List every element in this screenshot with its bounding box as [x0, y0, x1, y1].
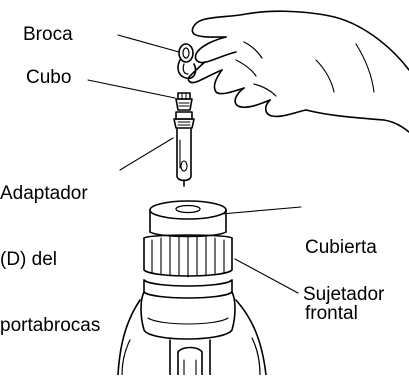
label-cubierta-line-1: Cubierta [305, 237, 377, 258]
label-cubierta-frontal: Cubierta frontal [305, 193, 377, 369]
collet-hub [175, 92, 193, 111]
leader-cubo [87, 79, 176, 99]
label-adaptador: Adaptador (D) del portabrocas [0, 139, 100, 381]
label-adaptador-line-3: portabrocas [0, 315, 101, 336]
leader-broca [117, 34, 180, 53]
leader-lines [87, 34, 302, 294]
leader-sujetador [234, 258, 299, 294]
label-adaptador-line-2: (D) del [0, 249, 58, 270]
label-adaptador-line-1: Adaptador [0, 183, 88, 204]
label-broca: Broca [23, 24, 73, 45]
chuck-adapter [173, 111, 195, 187]
hand-illustration [187, 10, 409, 133]
leader-cubierta [220, 206, 302, 215]
label-cubo: Cubo [26, 67, 72, 88]
label-sujetador: Sujetador [303, 284, 385, 305]
drill-bit [177, 43, 197, 80]
leader-adaptador [119, 137, 174, 171]
label-cubierta-line-2: frontal [305, 303, 358, 324]
tool-body [117, 200, 267, 375]
